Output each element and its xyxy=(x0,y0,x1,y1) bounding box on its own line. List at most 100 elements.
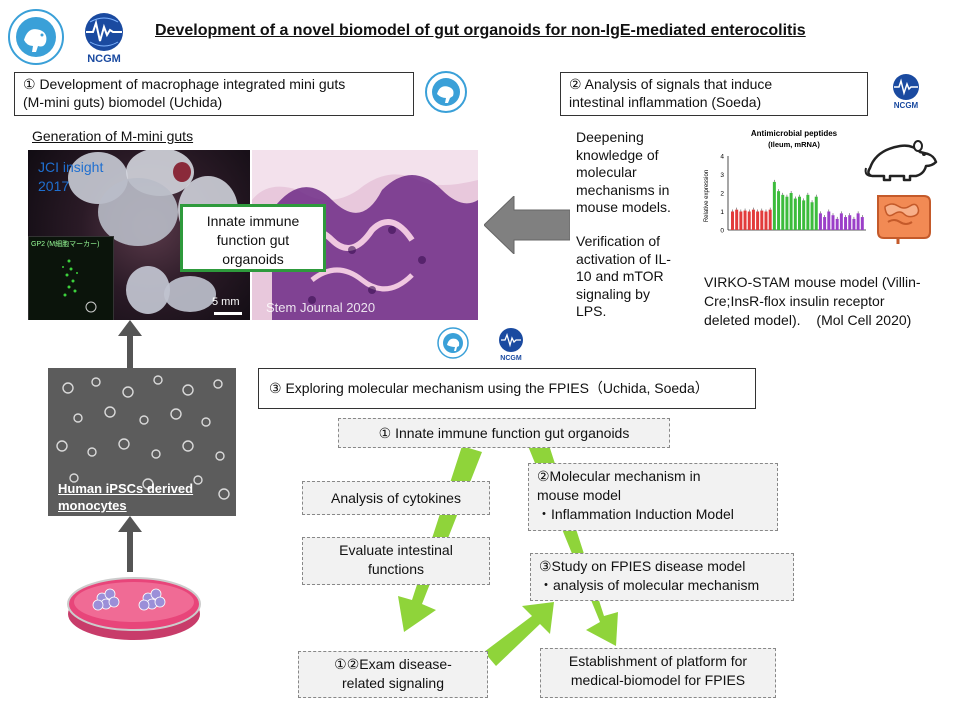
chart-bar xyxy=(835,218,839,230)
chart-bar xyxy=(743,210,747,230)
ncchd-logo xyxy=(8,9,64,65)
section1-heading: ① Development of macrophage integrated m… xyxy=(14,72,414,116)
stem-journal-label: Stem Journal 2020 xyxy=(266,300,376,315)
ncgm-logo-mid-text: NCGM xyxy=(500,355,522,362)
section1-heading-line2: (M-mini guts) biomodel (Uchida) xyxy=(23,94,223,110)
chart-bar xyxy=(823,217,827,230)
chart-bar xyxy=(860,217,864,230)
section2-para2-line: signaling by xyxy=(576,285,650,302)
ipsc-label: Human iPSCs derived monocytes xyxy=(58,480,193,514)
section1-heading-line1: ① Development of macrophage integrated m… xyxy=(23,76,346,92)
platform-line2: medical-biomodel for FPIES xyxy=(570,672,746,688)
fpies-line2: ・analysis of molecular mechanism xyxy=(539,577,760,593)
mouse-line2: mouse model xyxy=(537,487,622,503)
chart-bar xyxy=(756,211,760,230)
ncgm-logo-mid: NCGM xyxy=(499,328,523,362)
scale-bar-label: 5 mm xyxy=(212,296,240,308)
monocyte-cells xyxy=(56,375,230,500)
exam-line2: related signaling xyxy=(342,675,444,691)
gp2-inset-label: GP2 (M細胞マーカー) xyxy=(31,241,100,248)
chart-bar xyxy=(806,194,810,230)
ipsc-label-line1: Human iPSCs derived xyxy=(58,481,194,496)
fpies-model-box: ③Study on FPIES disease model ・analysis … xyxy=(530,553,794,601)
section2-heading-line1: ② Analysis of signals that induce xyxy=(569,76,773,92)
chart-bar xyxy=(839,213,843,230)
ncgm-logo-small-text: NCGM xyxy=(894,101,919,110)
up-arrow-lower xyxy=(118,516,142,572)
jci-label: JCI insight 2017 xyxy=(38,158,103,196)
section2-para2-line: activation of IL- xyxy=(576,250,671,267)
chart-bar xyxy=(856,213,860,230)
chart-bar xyxy=(735,209,739,230)
chart-bar xyxy=(852,218,856,230)
section2-para2: Verification of activation of IL- 10 and… xyxy=(576,233,671,321)
platform-box: Establishment of platform for medical-bi… xyxy=(540,648,776,698)
chart-title: Antimicrobial peptides xyxy=(751,129,838,138)
chart-bar xyxy=(739,211,743,230)
section2-para2-line: Verification of xyxy=(576,233,661,249)
petri-dish xyxy=(67,577,201,640)
chart-ytick-label: 1 xyxy=(720,209,724,216)
chart-bar xyxy=(844,217,848,230)
section2-para1: Deepening knowledge of molecular mechani… xyxy=(576,129,671,217)
ncchd-logo-mid xyxy=(437,327,469,359)
chart-bar xyxy=(789,193,793,230)
chart-ytick-label: 4 xyxy=(720,154,724,161)
chart-bar xyxy=(768,209,772,230)
section1-subheading: Generation of M-mini guts xyxy=(32,128,194,144)
grey-left-arrow xyxy=(484,196,570,254)
ncchd-logo-small xyxy=(425,71,467,113)
evaluate-line2: functions xyxy=(367,561,425,577)
organoid-box-line3: organoids xyxy=(222,251,284,267)
section2-heading: ② Analysis of signals that induce intest… xyxy=(560,72,868,116)
chart-subtitle: (Ileum, mRNA) xyxy=(768,140,820,149)
platform-line1: Establishment of platform for xyxy=(568,653,748,669)
intestine-icon xyxy=(877,195,931,244)
mouse-mechanism-box: ②Molecular mechanism in mouse model ・Inf… xyxy=(528,463,778,531)
ipsc-label-line2: monocytes xyxy=(58,498,127,513)
scale-bar xyxy=(214,312,242,315)
monocytes-photo: Human iPSCs derived monocytes xyxy=(48,368,236,516)
chart-bar xyxy=(781,194,785,230)
cytokines-box: Analysis of cytokines xyxy=(302,481,490,515)
exam-line1: ①②Exam disease- xyxy=(334,656,452,672)
chart-bar xyxy=(777,191,781,230)
section2-para2-line: 10 and mTOR xyxy=(576,268,664,284)
chart-bar xyxy=(785,196,789,230)
evaluate-line1: Evaluate intestinal xyxy=(339,542,453,558)
organoid-box: Innate immune function gut organoids xyxy=(180,204,326,272)
chart-bar xyxy=(831,215,835,230)
up-arrow-upper xyxy=(118,320,142,368)
chart-ytick-label: 3 xyxy=(720,172,724,179)
chart-bar xyxy=(848,215,852,230)
chart-bar xyxy=(793,198,797,230)
chart-bar xyxy=(760,210,764,230)
chart-bar xyxy=(802,200,806,230)
model-description: VIRKO-STAM mouse model (Villin- Cre;InsR… xyxy=(704,273,921,330)
chart-ytick-label: 0 xyxy=(720,228,724,235)
model-line3: deleted model). xyxy=(704,312,801,328)
section2-para1-line: molecular xyxy=(576,164,637,180)
section2-heading-line2: intestinal inflammation (Soeda) xyxy=(569,94,762,110)
section2-para2-line: LPS. xyxy=(576,303,607,319)
fpies-line1: ③Study on FPIES disease model xyxy=(539,558,746,574)
chart-ylabel: Relative expression xyxy=(704,170,710,222)
ncgm-logo-text: NCGM xyxy=(87,53,121,65)
chart-bar xyxy=(798,196,801,230)
section2-para1-line: Deepening xyxy=(576,129,644,145)
exam-signaling-box: ①②Exam disease- related signaling xyxy=(298,651,488,698)
organoid-box-line2: function gut xyxy=(216,232,290,248)
chart-bar xyxy=(764,211,768,230)
ncgm-logo-small: NCGM xyxy=(893,74,919,110)
model-line3-wrap: deleted model). (Mol Cell 2020) xyxy=(704,311,921,330)
jci-label-line1: JCI insight xyxy=(38,159,104,175)
mouse-line1: ②Molecular mechanism in xyxy=(537,468,701,484)
evaluate-functions-box: Evaluate intestinal functions xyxy=(302,537,490,585)
section2-para1-line: mechanisms in xyxy=(576,181,670,198)
jci-label-line2: 2017 xyxy=(38,178,70,194)
chart-bar xyxy=(810,202,814,230)
organoid-box-line1: Innate immune xyxy=(206,213,300,229)
model-line2: Cre;InsR-flox insulin receptor xyxy=(704,293,885,309)
model-line1: VIRKO-STAM mouse model (Villin- xyxy=(704,274,921,290)
mouse-line3: ・Inflammation Induction Model xyxy=(537,506,734,522)
